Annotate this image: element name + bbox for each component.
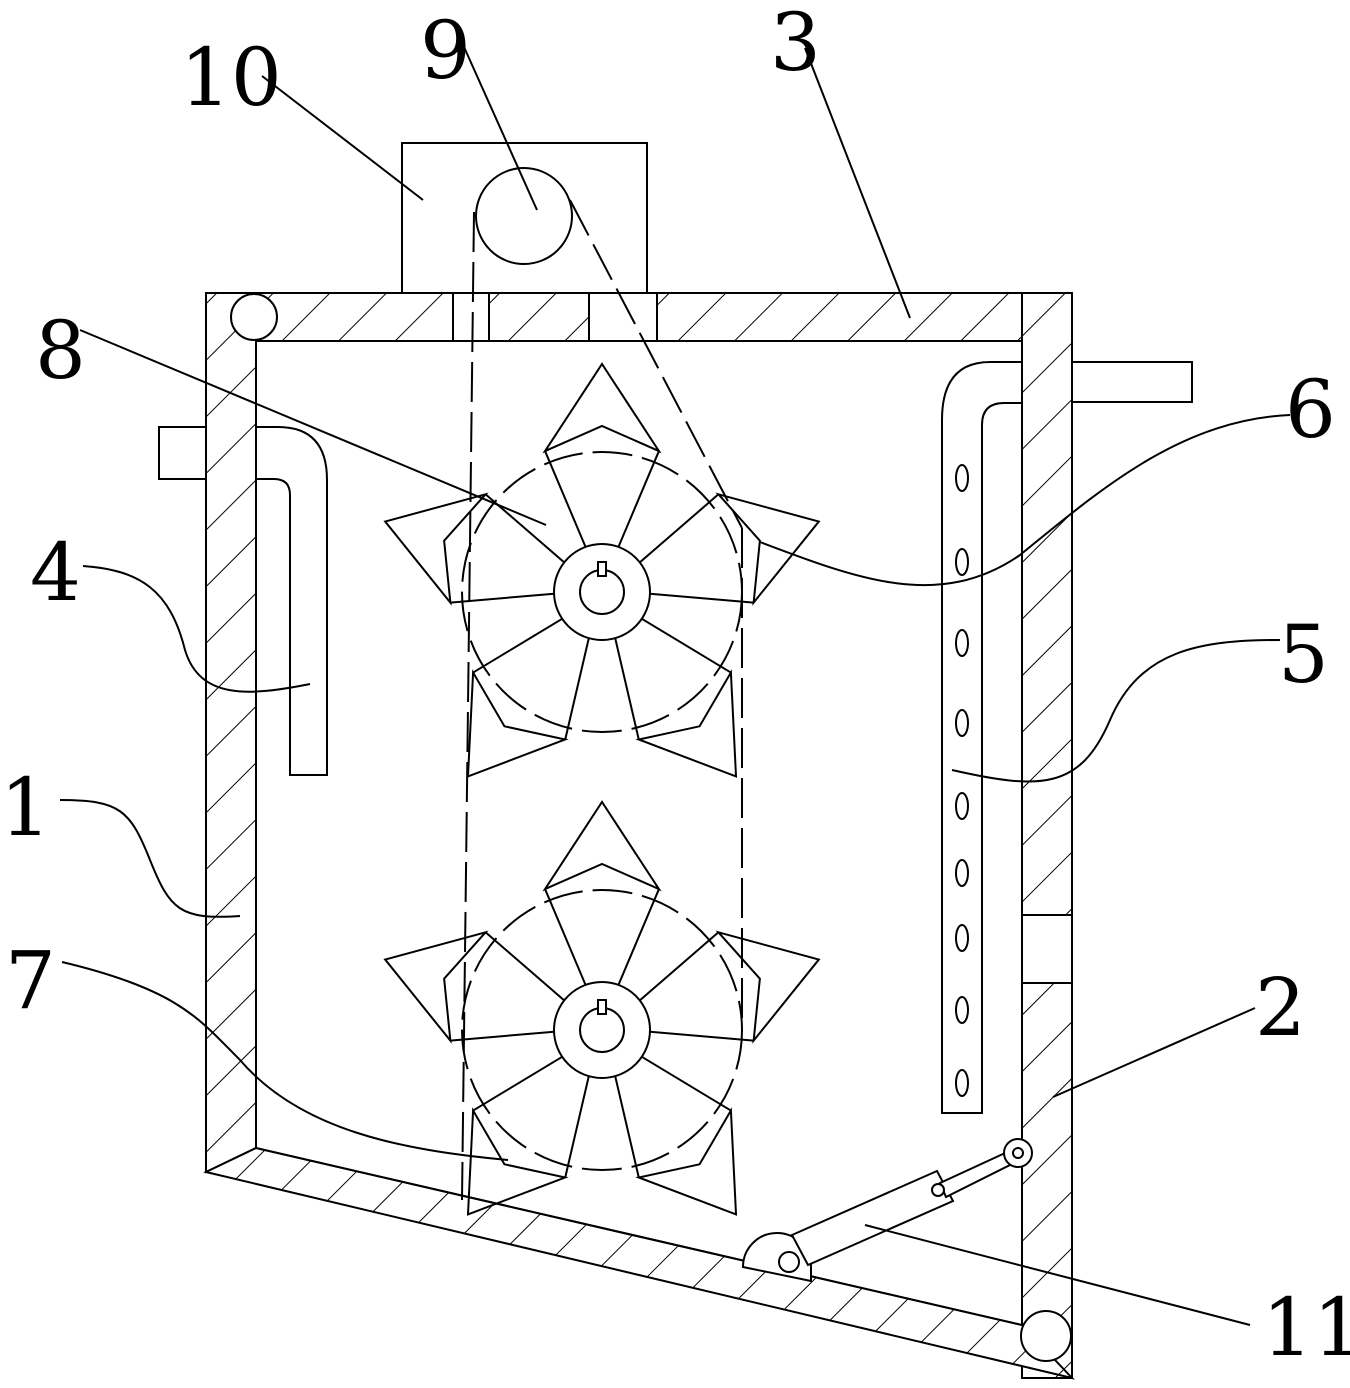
impeller-blade bbox=[383, 930, 489, 1044]
impeller-lower bbox=[383, 800, 821, 1216]
impeller-arm bbox=[484, 931, 565, 1002]
spray-hole bbox=[955, 924, 969, 952]
impeller-arm bbox=[641, 617, 732, 674]
spray-hole bbox=[955, 792, 969, 820]
label-11: 11 bbox=[1262, 1281, 1350, 1374]
impeller-blade bbox=[715, 930, 821, 1044]
impeller-arm bbox=[544, 888, 587, 986]
impeller-blade bbox=[466, 669, 569, 778]
impeller-arm bbox=[639, 493, 720, 564]
impeller-sweep-circle bbox=[461, 451, 743, 733]
hydraulic-cylinder bbox=[741, 1138, 1033, 1283]
impeller-arm bbox=[614, 1075, 640, 1178]
impeller-arm bbox=[450, 592, 555, 604]
impeller-blade bbox=[542, 362, 662, 454]
impeller-arm bbox=[617, 888, 660, 986]
top-wall bbox=[205, 292, 1073, 342]
spray-hole bbox=[955, 1069, 969, 1097]
hinge-bottom-right bbox=[1020, 1310, 1072, 1362]
label-7: 7 bbox=[5, 934, 56, 1027]
shaft-key bbox=[597, 999, 607, 1015]
impeller-blade bbox=[383, 492, 489, 606]
impeller-arm bbox=[564, 637, 590, 740]
impeller-arm bbox=[564, 1075, 590, 1178]
shaft-key bbox=[597, 561, 607, 577]
impeller-arm bbox=[544, 450, 587, 548]
impeller-arm bbox=[639, 931, 720, 1002]
spray-hole bbox=[955, 709, 969, 737]
impeller-blade bbox=[542, 800, 662, 892]
spray-hole bbox=[955, 859, 969, 887]
impeller-arm bbox=[649, 592, 754, 604]
impeller-blade bbox=[715, 492, 821, 606]
label-5: 5 bbox=[1278, 608, 1329, 701]
impeller-arm bbox=[649, 1030, 754, 1042]
spray-pipe bbox=[941, 361, 1022, 1114]
label-1: 1 bbox=[0, 761, 51, 854]
impeller-upper bbox=[383, 362, 821, 778]
leader-lines bbox=[59, 37, 1291, 1326]
spray-hole bbox=[955, 629, 969, 657]
hinge-top-left bbox=[230, 293, 278, 341]
impeller-blade bbox=[635, 1107, 738, 1216]
label-4: 4 bbox=[30, 526, 81, 619]
left-wall bbox=[158, 292, 257, 1174]
label-9: 9 bbox=[420, 4, 471, 97]
spray-hole bbox=[955, 464, 969, 492]
impeller-blade bbox=[466, 1107, 569, 1216]
impeller-arm bbox=[450, 1030, 555, 1042]
impeller-arm bbox=[617, 450, 660, 548]
label-3: 3 bbox=[770, 0, 821, 89]
impeller-arm bbox=[641, 1055, 732, 1112]
spray-hole bbox=[955, 996, 969, 1024]
motor-housing bbox=[401, 142, 648, 294]
label-6: 6 bbox=[1285, 363, 1336, 456]
spray-hole bbox=[955, 548, 969, 576]
impeller-blade bbox=[635, 669, 738, 778]
impeller-arm bbox=[472, 1055, 563, 1112]
impeller-sweep-circle bbox=[461, 889, 743, 1171]
right-wall bbox=[1021, 292, 1193, 1379]
label-2: 2 bbox=[1255, 961, 1306, 1054]
label-8: 8 bbox=[35, 304, 86, 397]
label-10: 10 bbox=[180, 31, 282, 124]
impeller-arm bbox=[614, 637, 640, 740]
inlet-pipe bbox=[256, 426, 328, 776]
impeller-arm bbox=[472, 617, 563, 674]
